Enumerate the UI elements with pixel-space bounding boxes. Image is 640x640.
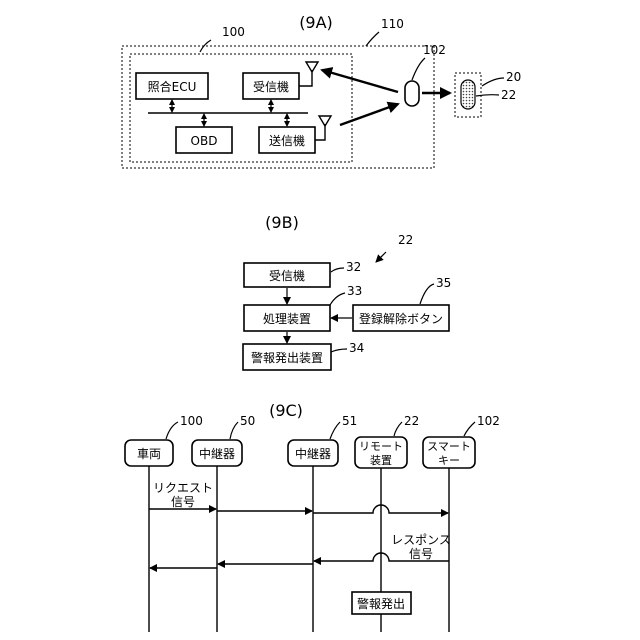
ref-100-actor-leader xyxy=(166,422,178,439)
ref-33: 33 xyxy=(347,284,362,298)
ref-51-leader xyxy=(330,422,340,439)
ref-20: 20 xyxy=(506,70,521,84)
ref-22-actor-leader xyxy=(394,422,402,436)
processor-label: 処理装置 xyxy=(263,312,311,326)
figure-9b: (9B) 22 受信機 32 処理装置 33 警報発出装置 34 登録解除ボタン… xyxy=(243,213,451,370)
ref-102-actor-leader xyxy=(464,422,475,436)
ref-22-arrow xyxy=(376,252,386,262)
actor-smart-key-label-2: キー xyxy=(438,454,460,467)
ref-22-actor: 22 xyxy=(404,414,419,428)
ref-33-leader xyxy=(330,293,345,305)
figure-9c: (9C) 車両 100 中継器 50 中継器 51 リモート 装置 22 スマー… xyxy=(125,401,500,632)
remote-receiver-label: 受信機 xyxy=(269,268,305,283)
remote-device-icon xyxy=(461,80,475,109)
transmitter-to-key-arrow xyxy=(340,104,398,125)
receiver-label: 受信機 xyxy=(253,79,289,94)
transmitter-antenna-mast xyxy=(315,124,325,140)
ref-100-leader xyxy=(200,40,211,52)
key-to-receiver-arrow xyxy=(322,70,398,92)
ref-110-leader xyxy=(366,32,379,46)
ref-51: 51 xyxy=(342,414,357,428)
response-label-1: レスポンス xyxy=(391,533,451,547)
ref-100-actor: 100 xyxy=(180,414,203,428)
ref-50-leader xyxy=(230,422,238,439)
alarm-device-label: 警報発出装置 xyxy=(251,350,323,365)
ref-32-leader xyxy=(331,268,344,272)
ref-35: 35 xyxy=(436,276,451,290)
ref-22: 22 xyxy=(501,88,516,102)
fig-9a-title: (9A) xyxy=(299,13,333,32)
response-label-2: 信号 xyxy=(409,547,433,561)
actor-vehicle-label: 車両 xyxy=(137,447,161,461)
ref-32: 32 xyxy=(346,260,361,274)
transmitter-label: 送信機 xyxy=(269,133,305,148)
smart-key-icon xyxy=(405,81,419,106)
ref-22-device: 22 xyxy=(398,233,413,247)
ref-34: 34 xyxy=(349,341,364,355)
actor-remote-label-2: 装置 xyxy=(370,454,392,467)
ref-102-leader xyxy=(412,58,425,80)
ref-22-leader xyxy=(476,95,499,96)
figure-9a: (9A) 100 110 照合ECU 受信機 OBD 送信機 102 xyxy=(122,13,521,168)
ref-34-leader xyxy=(331,349,347,352)
request-label-2: 信号 xyxy=(171,495,195,509)
alarm-issue-label: 警報発出 xyxy=(357,596,405,611)
ref-102: 102 xyxy=(423,43,446,57)
release-button-label: 登録解除ボタン xyxy=(359,311,443,326)
fig-9b-title: (9B) xyxy=(265,213,299,232)
actor-relay-50-label: 中継器 xyxy=(199,446,235,461)
ref-35-leader xyxy=(420,284,434,304)
actor-remote-label-1: リモート xyxy=(359,440,403,453)
actor-smart-key-label-1: スマート xyxy=(427,440,471,453)
obd-label: OBD xyxy=(191,134,218,148)
actor-relay-51-label: 中継器 xyxy=(295,446,331,461)
ref-50: 50 xyxy=(240,414,255,428)
in-vehicle-system-boundary xyxy=(130,54,352,162)
ref-20-leader xyxy=(482,78,504,86)
ref-102-actor: 102 xyxy=(477,414,500,428)
fig-9c-title: (9C) xyxy=(269,401,303,420)
receiver-antenna-mast xyxy=(299,70,312,86)
ref-100: 100 xyxy=(222,25,245,39)
request-label-1: リクエスト xyxy=(153,481,213,495)
ecu-label: 照合ECU xyxy=(148,79,197,94)
ref-110: 110 xyxy=(381,17,404,31)
